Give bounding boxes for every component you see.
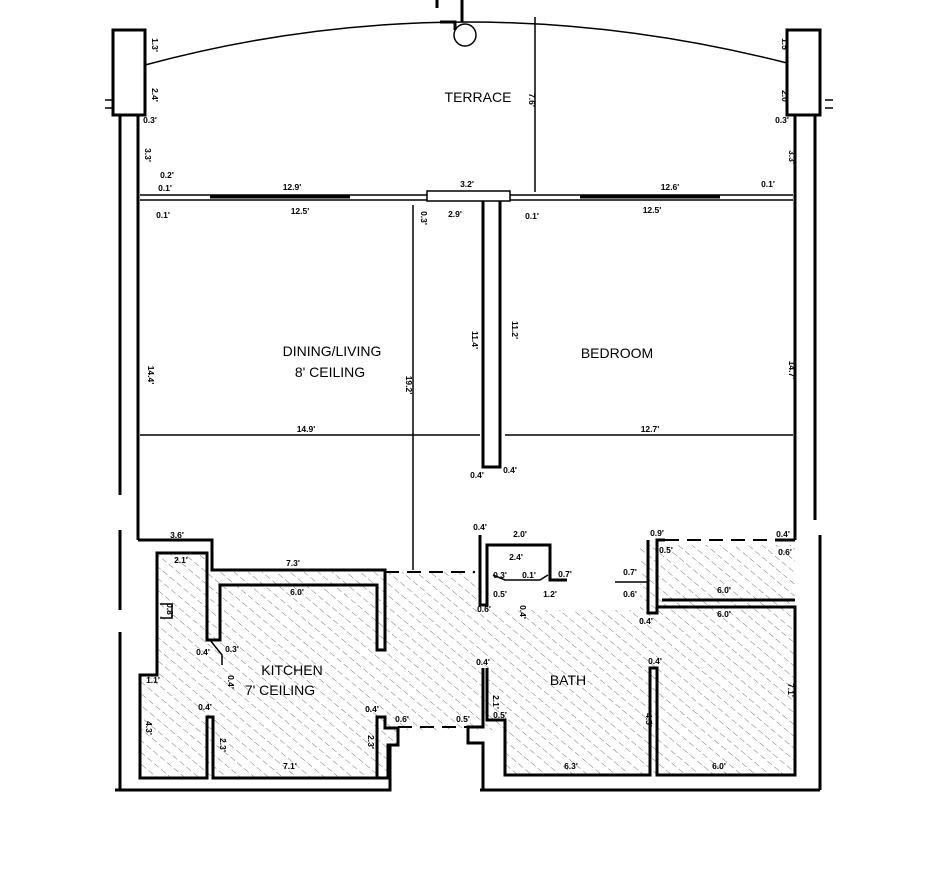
- dimension-label: 0.4': [776, 529, 790, 539]
- dimension-label: 2.1': [491, 695, 501, 709]
- dimension-label: 2.3': [366, 735, 376, 749]
- room-label-bath: BATH: [550, 672, 586, 688]
- kitchen-bath-floor-hatch: [140, 545, 795, 778]
- dimension-label: 1.1': [146, 675, 160, 685]
- dimension-label: 6.0': [717, 609, 731, 619]
- dimension-label: 0.1': [761, 179, 775, 189]
- dimension-label: 0.8': [165, 603, 175, 617]
- dimension-label: 0.4': [198, 702, 212, 712]
- dimension-label: 0.5': [456, 714, 470, 724]
- dimension-label: 0.5': [493, 589, 507, 599]
- dimension-label: 12.9': [283, 182, 302, 192]
- dimension-label: 6.0': [290, 587, 304, 597]
- dimension-labels: 1.3'2.4'0.3'3.3'0.2'0.1'0.1'12.9'12.5'3.…: [143, 38, 797, 771]
- window-wall: [140, 190, 793, 469]
- dimension-label: 3.3': [143, 148, 153, 162]
- dimension-label: 0.4': [639, 616, 653, 626]
- dimension-label: 0.1': [158, 183, 172, 193]
- dimension-label: 7.1': [786, 683, 796, 697]
- dimension-label: 2.3': [218, 738, 228, 752]
- room-label-dining-ceiling: 8' CEILING: [295, 364, 365, 380]
- dimension-label: 0.4': [196, 647, 210, 657]
- dimension-label: 2.9': [448, 209, 462, 219]
- dimension-label: 0.2': [160, 170, 174, 180]
- dimension-label: 6.0': [712, 761, 726, 771]
- dimension-label: 3.6': [170, 530, 184, 540]
- dimension-label: 0.9': [650, 528, 664, 538]
- dimension-label: 2.4': [509, 552, 523, 562]
- dimension-label: 6.3': [564, 761, 578, 771]
- dimension-label: 11.2': [510, 321, 520, 339]
- room-label-bedroom: BEDROOM: [581, 345, 653, 361]
- dimension-label: 14.9': [297, 424, 316, 434]
- dimension-label: 0.6': [778, 547, 792, 557]
- dimension-label: 3.3': [787, 150, 797, 164]
- dimension-label: 14.4': [146, 366, 156, 385]
- dimension-label: 7.1': [283, 761, 297, 771]
- dimension-label: 0.1': [156, 210, 170, 220]
- dimension-label: 0.6': [395, 714, 409, 724]
- bath-walls: [466, 535, 797, 790]
- dimension-label: 2.4': [150, 88, 160, 102]
- dimension-label: 12.7': [641, 424, 660, 434]
- dimension-label: 0.4': [365, 704, 379, 714]
- dimension-label: 4.3': [144, 721, 154, 735]
- dimension-label: 1.3': [150, 38, 160, 52]
- dimension-label: 14.7': [787, 361, 797, 380]
- dimension-label: 0.4': [470, 470, 484, 480]
- exterior-walls: [105, 28, 833, 792]
- dimension-label: 2.1': [174, 555, 188, 565]
- dimension-label: 7.6': [527, 93, 537, 107]
- dimension-label: 12.5': [643, 205, 662, 215]
- drain-icon: [453, 23, 477, 47]
- dimension-label: 0.7': [558, 569, 572, 579]
- dimension-label: 0.4': [473, 522, 487, 532]
- pipe-marker: [435, 0, 464, 30]
- dimension-label: 6.0': [717, 585, 731, 595]
- dimension-label: 2.0': [780, 90, 790, 104]
- dimension-label: 0.1': [525, 211, 539, 221]
- dimension-label: 12.6': [661, 182, 680, 192]
- dimension-label: 12.5': [291, 206, 310, 216]
- room-label-terrace: TERRACE: [445, 89, 512, 105]
- dimension-label: 0.3': [225, 644, 239, 654]
- dimension-label: 1.2': [543, 589, 557, 599]
- dimension-label: 0.3': [419, 211, 429, 225]
- dimension-label: 0.3': [143, 115, 157, 125]
- dimension-label: 7.3': [286, 558, 300, 568]
- dimension-label: 0.5': [659, 545, 673, 555]
- kitchen-walls: [138, 538, 400, 780]
- dimension-label: 0.3': [775, 115, 789, 125]
- dimension-label: 0.5': [493, 710, 507, 720]
- dimension-label: 3.2': [460, 179, 474, 189]
- dimension-label: 0.4': [518, 605, 528, 619]
- dimension-label: 0.4': [503, 465, 517, 475]
- terrace-edge-arc: [144, 21, 788, 66]
- room-label-kitchen-ceiling: 7' CEILING: [245, 682, 315, 698]
- dimension-label: 1.5': [780, 38, 790, 52]
- dimension-label: 11.4': [470, 331, 480, 349]
- dimension-label: 0.3': [493, 570, 507, 580]
- dimension-label: 0.4': [226, 675, 236, 689]
- dimension-label: 0.6': [477, 604, 491, 614]
- dimension-label: 2.0': [513, 529, 527, 539]
- room-label-kitchen: KITCHEN: [261, 662, 322, 678]
- room-label-dining-living: DINING/LIVING: [283, 343, 382, 359]
- dimension-label: 19.2': [404, 376, 414, 395]
- dimension-label: 0.7': [623, 567, 637, 577]
- dimension-label: 0.6': [623, 589, 637, 599]
- dimension-label: 0.1': [522, 570, 536, 580]
- dimension-lines: [140, 17, 793, 570]
- dimension-label: 0.4': [648, 656, 662, 666]
- dimension-label: 0.4': [476, 657, 490, 667]
- dimension-label: 4.5': [644, 713, 654, 727]
